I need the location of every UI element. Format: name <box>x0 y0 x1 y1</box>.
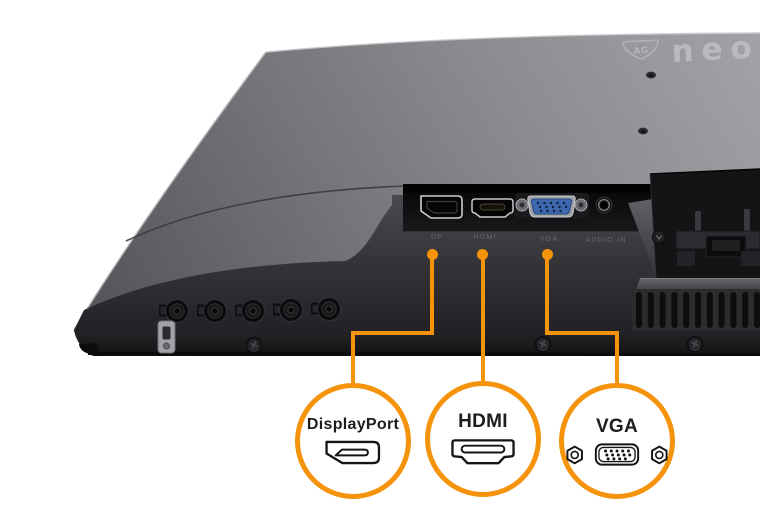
audio-in-jack <box>595 196 613 214</box>
hdmi-icon <box>451 439 515 465</box>
vga-port-label: VGA <box>540 234 559 243</box>
brand-logo-text: neo <box>671 29 760 70</box>
vga-icon-dsub <box>594 442 640 466</box>
chassis-screw <box>686 335 704 353</box>
vga-thumbscrew-right <box>574 198 588 212</box>
vga-leader-segment <box>545 331 619 335</box>
osd-buttons <box>159 297 341 323</box>
displayport-callout-label: DisplayPort <box>306 416 400 433</box>
panel-top-edge-highlight <box>265 32 760 53</box>
chassis-screw <box>245 336 263 354</box>
ag-badge: AG <box>622 39 659 60</box>
bottom-edge-line <box>87 352 760 356</box>
osd-button <box>235 299 265 323</box>
displayport-port <box>420 195 463 219</box>
corner-foot <box>79 343 100 354</box>
vga-thumbscrew-left <box>515 198 529 212</box>
dp-port-label: DP <box>431 232 443 241</box>
ag-badge-text: AG <box>633 46 649 57</box>
vga-icon <box>566 442 668 466</box>
osd-button <box>311 297 341 321</box>
hdmi-port-label: HDMI <box>473 232 496 241</box>
vga-icon-screw-right <box>651 445 668 464</box>
vga-leader-segment <box>545 254 549 335</box>
panel-left-edge-highlight <box>73 51 267 331</box>
panel-hole <box>638 127 648 135</box>
displayport-leader-segment <box>430 254 434 335</box>
displayport-leader-segment <box>351 334 355 385</box>
osd-button <box>197 299 227 323</box>
vga-port <box>515 193 589 218</box>
bracket-screw <box>651 229 667 245</box>
audio-port-label: AUDIO IN <box>585 235 626 244</box>
hdmi-leader-segment <box>481 254 485 383</box>
vga-callout: VGA <box>559 383 675 499</box>
displayport-callout: DisplayPort <box>295 383 411 499</box>
chassis-screw <box>534 335 552 353</box>
kensington-lock-slot <box>157 320 176 354</box>
stand-mount-bracket <box>651 209 760 266</box>
vga-callout-label: VGA <box>595 415 639 437</box>
brand-logo: AG neo <box>622 29 760 70</box>
vent-grille <box>632 289 760 331</box>
vga-leader-segment <box>615 334 619 385</box>
vga-icon-screw-left <box>566 445 583 464</box>
stand-recess-ledge <box>636 278 760 290</box>
displayport-leader-segment <box>351 331 434 335</box>
hdmi-port <box>471 198 514 218</box>
osd-button <box>273 298 303 322</box>
panel-hole <box>646 71 656 79</box>
hdmi-callout-label: HDMI <box>458 411 508 432</box>
panel-seam-line <box>125 185 405 242</box>
hdmi-callout: HDMI <box>425 381 541 497</box>
bottom-edge-band <box>76 333 760 356</box>
osd-button <box>159 299 189 323</box>
displayport-icon <box>325 440 381 465</box>
